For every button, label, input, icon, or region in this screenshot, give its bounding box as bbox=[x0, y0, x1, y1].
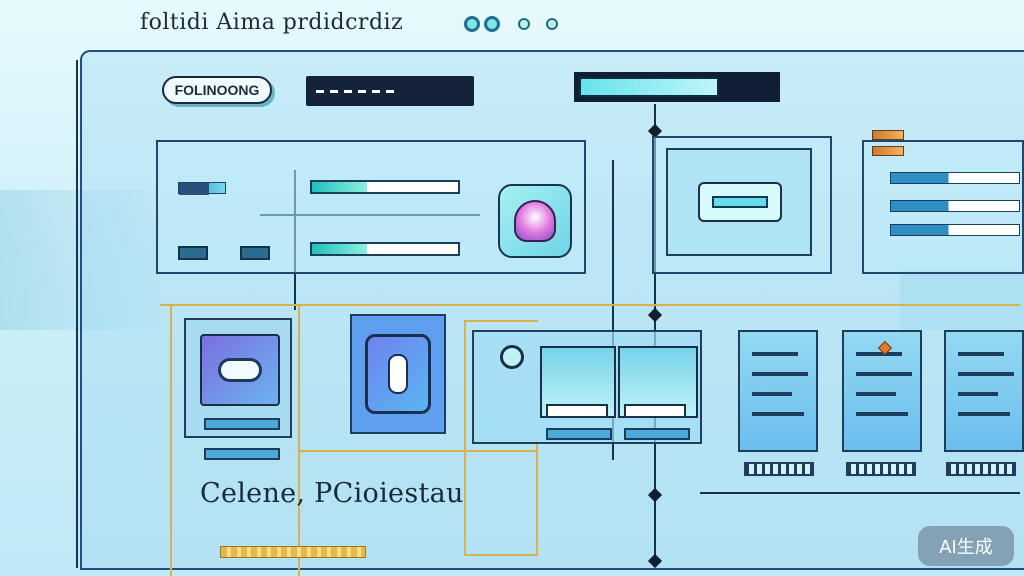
slider-fill bbox=[312, 182, 368, 192]
connector-line bbox=[160, 304, 1020, 306]
text-line bbox=[856, 352, 902, 356]
button-bar bbox=[712, 196, 768, 208]
search-input[interactable] bbox=[579, 77, 719, 97]
screen-bar[interactable] bbox=[624, 428, 690, 440]
screen-bar[interactable] bbox=[546, 428, 612, 440]
slider-1[interactable] bbox=[310, 180, 460, 194]
status-dot-icon[interactable] bbox=[484, 16, 500, 32]
option-slider[interactable] bbox=[890, 172, 1020, 184]
connector-line bbox=[464, 554, 538, 556]
status-dot-icon[interactable] bbox=[518, 18, 530, 30]
document-card[interactable] bbox=[944, 330, 1024, 452]
text-line bbox=[958, 372, 1014, 376]
device-bar[interactable] bbox=[204, 448, 280, 460]
chip-button[interactable] bbox=[240, 246, 270, 260]
logo-button[interactable]: FOLINOONG bbox=[162, 76, 272, 104]
orange-chip[interactable] bbox=[872, 146, 904, 156]
connector-line bbox=[464, 320, 538, 322]
app-title: foltidi Aima prdidcrdiz bbox=[140, 10, 404, 35]
menu-icon bbox=[344, 89, 352, 93]
connector-line bbox=[536, 440, 538, 556]
face-icon[interactable] bbox=[498, 184, 572, 258]
background-wash bbox=[900, 270, 1024, 330]
menu-icon bbox=[372, 89, 380, 93]
menu-icon bbox=[316, 89, 324, 93]
connector-line bbox=[464, 320, 466, 556]
menu-icon bbox=[330, 89, 338, 93]
connector-line bbox=[170, 304, 172, 576]
menu-bar[interactable] bbox=[306, 76, 474, 106]
toggle-pill-icon bbox=[218, 358, 262, 382]
face-glyph bbox=[514, 200, 556, 242]
toggle-knob bbox=[179, 183, 209, 195]
slider-fill bbox=[312, 244, 368, 254]
connector-line bbox=[700, 492, 1020, 494]
connector-line bbox=[76, 60, 78, 568]
lock-icon bbox=[365, 334, 431, 414]
toggle-switch[interactable] bbox=[178, 182, 226, 195]
screen-tab[interactable] bbox=[624, 404, 686, 418]
search-bar[interactable] bbox=[574, 72, 780, 102]
device-icon[interactable] bbox=[200, 334, 280, 406]
connector-line bbox=[298, 304, 300, 576]
document-footer[interactable] bbox=[846, 462, 916, 476]
document-card[interactable] bbox=[738, 330, 818, 452]
menu-icon bbox=[386, 89, 394, 93]
slider-2[interactable] bbox=[310, 242, 460, 256]
preview-button[interactable] bbox=[698, 182, 782, 222]
ring-icon[interactable] bbox=[500, 345, 524, 369]
ai-generated-badge: AI生成 bbox=[918, 526, 1014, 566]
text-line bbox=[958, 392, 998, 396]
caption-text: Celene, PCioiestau bbox=[200, 478, 464, 509]
status-dot-icon[interactable] bbox=[546, 18, 558, 30]
progress-bar[interactable] bbox=[220, 546, 366, 558]
chip-button[interactable] bbox=[178, 246, 208, 260]
orange-chip[interactable] bbox=[872, 130, 904, 140]
lock-card[interactable] bbox=[350, 314, 446, 434]
text-line bbox=[958, 412, 1010, 416]
connector-line bbox=[298, 450, 538, 452]
text-line bbox=[752, 352, 798, 356]
text-line bbox=[856, 392, 896, 396]
menu-icon bbox=[358, 89, 366, 93]
option-slider[interactable] bbox=[890, 200, 1020, 212]
screen-tab[interactable] bbox=[546, 404, 608, 418]
text-line bbox=[752, 412, 804, 416]
text-line bbox=[752, 392, 792, 396]
connector-line bbox=[612, 160, 614, 460]
document-footer[interactable] bbox=[946, 462, 1016, 476]
text-line bbox=[752, 372, 808, 376]
device-bar[interactable] bbox=[204, 418, 280, 430]
text-line bbox=[958, 352, 1004, 356]
document-footer[interactable] bbox=[744, 462, 814, 476]
main-panel bbox=[80, 50, 1024, 570]
keyhole-icon bbox=[388, 354, 408, 394]
text-line bbox=[856, 372, 912, 376]
text-line bbox=[856, 412, 908, 416]
option-slider[interactable] bbox=[890, 224, 1020, 236]
status-dot-icon[interactable] bbox=[464, 16, 480, 32]
